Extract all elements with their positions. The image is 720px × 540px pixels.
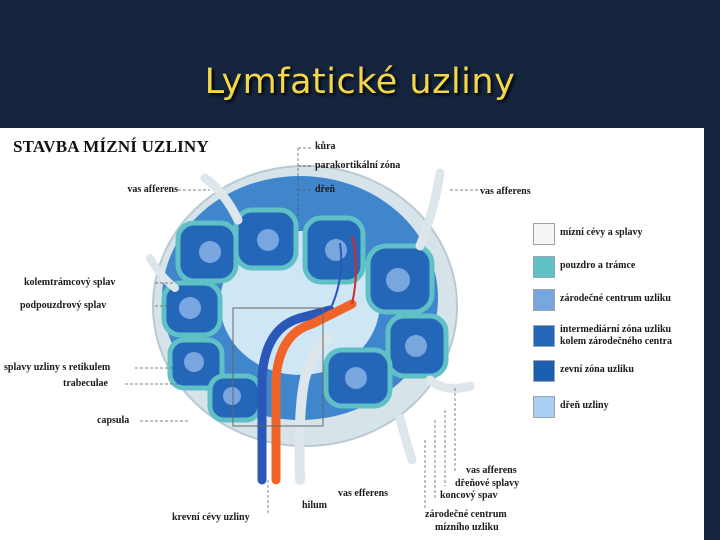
germinal-center <box>199 241 221 263</box>
diagram-panel: STAVBA MÍZNÍ UZLINY <box>0 128 704 540</box>
label-koncovy-spav: koncový spav <box>440 490 498 501</box>
leader-lines <box>125 147 478 513</box>
label-parakortikalni-zona: parakortikální zóna <box>315 160 401 171</box>
afferent-vessel <box>200 173 243 225</box>
artery <box>271 299 357 485</box>
legend-swatch-3 <box>533 325 555 347</box>
germinal-center <box>223 387 241 405</box>
legend-label-2: zárodečné centrum uzliku <box>560 293 671 304</box>
label-podpouzdrovy-splav: podpouzdrový splav <box>20 300 107 311</box>
afferent-vessel <box>415 168 445 251</box>
vein <box>257 305 335 485</box>
efferent-vessel <box>294 333 335 485</box>
germinal-center <box>257 229 279 251</box>
afferent-vessel <box>395 413 417 465</box>
label-kura: kůra <box>315 141 336 152</box>
label-vas-afferens-left: vas afferens <box>127 184 178 195</box>
slide-title: Lymfatické uzliny <box>204 62 516 102</box>
vessel-branch <box>329 242 343 311</box>
hilum-inset-frame <box>232 307 324 427</box>
label-dren: dřeň <box>315 184 335 195</box>
legend-swatch-4 <box>533 360 555 382</box>
label-vas-afferens-right: vas afferens <box>480 186 531 197</box>
germinal-center <box>345 367 367 389</box>
legend-label-5: dřeň uzliny <box>560 400 609 411</box>
germinal-center <box>179 297 201 319</box>
legend-label-4: zevní zóna uzliku <box>560 364 634 375</box>
label-kolemtramcovy-splav: kolemtrámcový splav <box>24 277 116 288</box>
label-vas-afferens-bottom: vas afferens <box>466 465 517 476</box>
legend-label-1: pouzdro a trámce <box>560 260 636 271</box>
label-hilum: hilum <box>302 500 328 511</box>
label-drenove-splavy: dřeňové splavy <box>455 478 520 489</box>
germinal-center <box>325 239 347 261</box>
label-mizniho-uzliku: mízního uzliku <box>435 522 499 533</box>
legend-label-0: mízní cévy a splavy <box>560 227 643 238</box>
lymph-node-diagram <box>125 147 478 513</box>
legend-swatch-5 <box>533 396 555 418</box>
afferent-vessel <box>425 375 475 393</box>
label-capsula: capsula <box>97 415 130 426</box>
legend-swatch-1 <box>533 256 555 278</box>
afferent-vessel <box>146 254 179 292</box>
vessel-branch <box>351 235 357 305</box>
legend-swatch-0 <box>533 223 555 245</box>
legend-label-3: intermediární zóna uzliku <box>560 324 672 335</box>
figure-heading: STAVBA MÍZNÍ UZLINY <box>13 137 209 156</box>
follicles <box>161 207 449 423</box>
label-vas-efferens: vas efferens <box>338 488 389 499</box>
label-trabeculae: trabeculae <box>63 378 108 389</box>
germinal-center <box>184 352 204 372</box>
label-zarodecne-centrum: zárodečné centrum <box>425 509 507 520</box>
label-splavy-uzliny: splavy uzliny s retikulem <box>4 362 111 373</box>
legend-label-3b: kolem zárodečného centra <box>560 336 673 347</box>
legend-swatch-2 <box>533 289 555 311</box>
germinal-center <box>405 335 427 357</box>
label-krevni-cevy: krevní cévy uzliny <box>172 512 250 523</box>
germinal-center <box>386 268 410 292</box>
